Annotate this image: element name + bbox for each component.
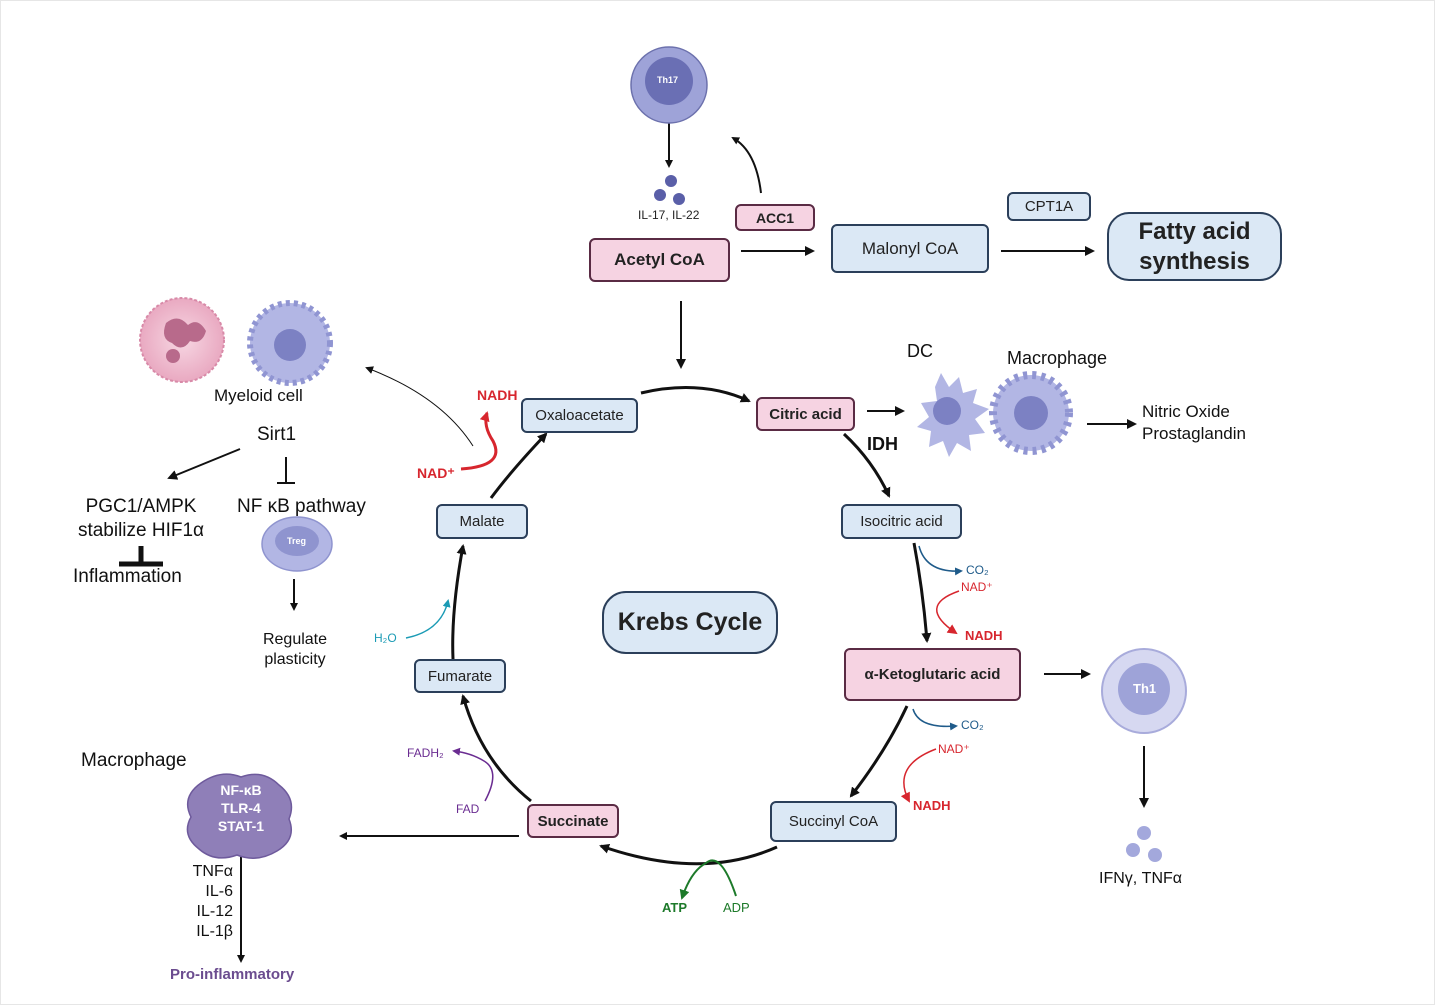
pgc1-ampk-label: PGC1/AMPK stabilize HIF1α bbox=[61, 495, 221, 543]
th17-label: Th17 bbox=[657, 75, 679, 85]
malonyl-coa-box: Malonyl CoA bbox=[831, 224, 989, 273]
acetyl-coa-label: Acetyl CoA bbox=[614, 250, 705, 269]
macrophage-cell-icon bbox=[989, 371, 1073, 455]
fatty-acid-line1: Fatty acid bbox=[1138, 217, 1251, 245]
sirt1-label: Sirt1 bbox=[257, 424, 297, 445]
co2-arrow-1 bbox=[918, 545, 963, 576]
macrophage-label-right: Macrophage bbox=[1007, 348, 1108, 368]
alpha-ketoglutaric-box: α-Ketoglutaric acid bbox=[844, 648, 1021, 701]
il12-label: IL-12 bbox=[196, 903, 233, 920]
acetyl-coa-box: Acetyl CoA bbox=[589, 238, 730, 282]
pathway-arrows bbox=[167, 121, 1149, 963]
isocitric-acid-box: Isocitric acid bbox=[841, 504, 962, 539]
nitric-oxide-label: Nitric Oxide bbox=[1142, 402, 1230, 421]
treg-cell-icon bbox=[261, 516, 333, 572]
succinate-label: Succinate bbox=[537, 812, 609, 830]
prostaglandin-label: Prostaglandin bbox=[1142, 424, 1246, 443]
h2o-label: H₂O bbox=[374, 631, 397, 645]
nadh-label-2: NADH bbox=[913, 798, 951, 813]
malonyl-coa-label: Malonyl CoA bbox=[861, 238, 959, 258]
krebs-cycle-arrows bbox=[451, 386, 932, 866]
inhibition-marks bbox=[119, 457, 295, 567]
malate-box: Malate bbox=[436, 504, 528, 539]
cytokine-list: TNFα IL-6 IL-12 IL-1β bbox=[173, 862, 233, 942]
cpt1a-label: CPT1A bbox=[1024, 198, 1074, 215]
fatty-acid-synthesis-box: Fatty acid synthesis bbox=[1107, 212, 1282, 281]
acc1-box: ACC1 bbox=[735, 204, 815, 231]
cpt1a-box: CPT1A bbox=[1007, 192, 1091, 221]
malate-label: Malate bbox=[459, 513, 505, 530]
adp-label: ADP bbox=[723, 900, 750, 915]
h2o-arrow bbox=[405, 599, 451, 639]
oxaloacetate-label: Oxaloacetate bbox=[535, 407, 624, 424]
il17-il22-label: IL-17, IL-22 bbox=[638, 208, 700, 222]
co2-label-1: CO₂ bbox=[966, 563, 989, 577]
nfkb-pathway-label: NF κB pathway bbox=[237, 496, 366, 517]
th17-cell-icon bbox=[630, 46, 708, 124]
regulate-line1: Regulate bbox=[262, 631, 328, 648]
macrophage-blob-labels: NF-κB TLR-4 STAT-1 bbox=[196, 781, 286, 835]
dc-cell-icon bbox=[917, 373, 989, 457]
nad-plus-label-1: NAD⁺ bbox=[961, 580, 993, 594]
macrophage-blob-icon bbox=[186, 773, 293, 859]
fad-label: FAD bbox=[456, 802, 480, 816]
ifn-dots-icon bbox=[1126, 826, 1162, 862]
oxaloacetate-box: Oxaloacetate bbox=[521, 398, 638, 433]
krebs-cycle-title: Krebs Cycle bbox=[617, 608, 763, 636]
il1b-label: IL-1β bbox=[196, 923, 233, 940]
pro-inflammatory-label: Pro-inflammatory bbox=[170, 966, 295, 983]
co2-label-2: CO₂ bbox=[961, 718, 984, 732]
neutrophil-cell-icon bbox=[139, 297, 225, 383]
il6-label: IL-6 bbox=[205, 883, 233, 900]
idh-label: IDH bbox=[867, 434, 898, 454]
acc1-label: ACC1 bbox=[755, 209, 795, 226]
fumarate-label: Fumarate bbox=[427, 667, 493, 685]
tlr4-label: TLR-4 bbox=[221, 800, 261, 816]
citric-acid-box: Citric acid bbox=[756, 397, 855, 431]
regulate-plasticity-label: Regulate plasticity bbox=[245, 630, 345, 670]
atp-label: ATP bbox=[662, 900, 688, 915]
isocitric-acid-label: Isocitric acid bbox=[860, 513, 943, 530]
th1-cell-icon bbox=[1101, 648, 1187, 734]
citric-acid-label: Citric acid bbox=[769, 405, 842, 423]
nadh-arrow-1 bbox=[936, 590, 960, 635]
nad-plus-label-2: NAD⁺ bbox=[938, 742, 970, 756]
fadh2-arrow bbox=[452, 747, 494, 802]
alpha-ketoglutaric-label: α-Ketoglutaric acid bbox=[864, 666, 1001, 683]
nadh-arrow-2 bbox=[900, 748, 937, 803]
regulate-line2: plasticity bbox=[264, 651, 326, 668]
succinyl-coa-label: Succinyl CoA bbox=[788, 813, 879, 830]
malate-to-myeloid-arrow bbox=[365, 366, 474, 447]
krebs-cycle-title-box: Krebs Cycle bbox=[602, 591, 778, 654]
pgc1-line2: stabilize HIF1α bbox=[77, 520, 205, 541]
macrophage-label-left: Macrophage bbox=[81, 750, 187, 771]
pgc1-line1: PGC1/AMPK bbox=[85, 496, 197, 517]
nadh-label-1: NADH bbox=[965, 628, 1003, 643]
fatty-acid-line2: synthesis bbox=[1139, 247, 1250, 275]
fumarate-box: Fumarate bbox=[414, 659, 506, 693]
myeloid-cell-label: Myeloid cell bbox=[214, 386, 303, 405]
atp-arrow bbox=[679, 859, 737, 900]
succinyl-coa-box: Succinyl CoA bbox=[770, 801, 897, 842]
co2-arrow-2 bbox=[912, 708, 958, 731]
dc-label: DC bbox=[907, 341, 933, 361]
inflammation-label: Inflammation bbox=[73, 566, 182, 587]
th1-label: Th1 bbox=[1133, 681, 1157, 696]
fadh2-label: FADH₂ bbox=[407, 746, 444, 760]
cytokine-dots-icon bbox=[654, 175, 685, 205]
nfkb-label: NF-κB bbox=[220, 782, 262, 798]
nad-plus-label-top: NAD⁺ bbox=[417, 465, 455, 481]
nadh-arrow-malate bbox=[460, 411, 498, 471]
treg-label: Treg bbox=[287, 536, 307, 546]
stat1-label: STAT-1 bbox=[217, 818, 265, 834]
myeloid-cell-icon bbox=[247, 300, 333, 386]
tnfa-label: TNFα bbox=[192, 863, 233, 880]
ifn-tnf-label: IFNγ, TNFα bbox=[1099, 870, 1183, 887]
nadh-label-top: NADH bbox=[477, 387, 518, 403]
succinate-box: Succinate bbox=[527, 804, 619, 838]
